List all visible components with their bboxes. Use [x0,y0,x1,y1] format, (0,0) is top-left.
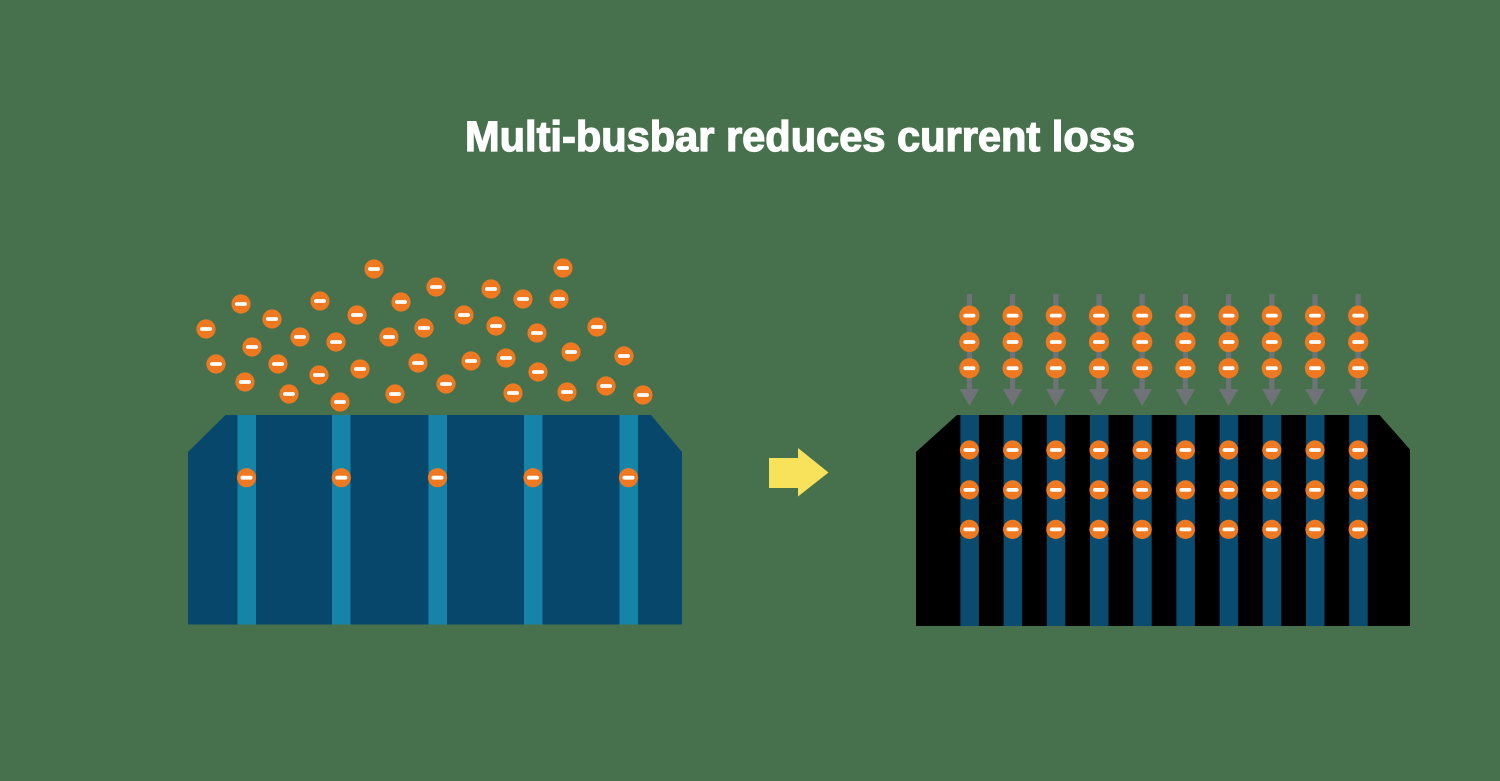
svg-text:Multi-busbar reduces current l: Multi-busbar reduces current loss [465,113,1135,161]
